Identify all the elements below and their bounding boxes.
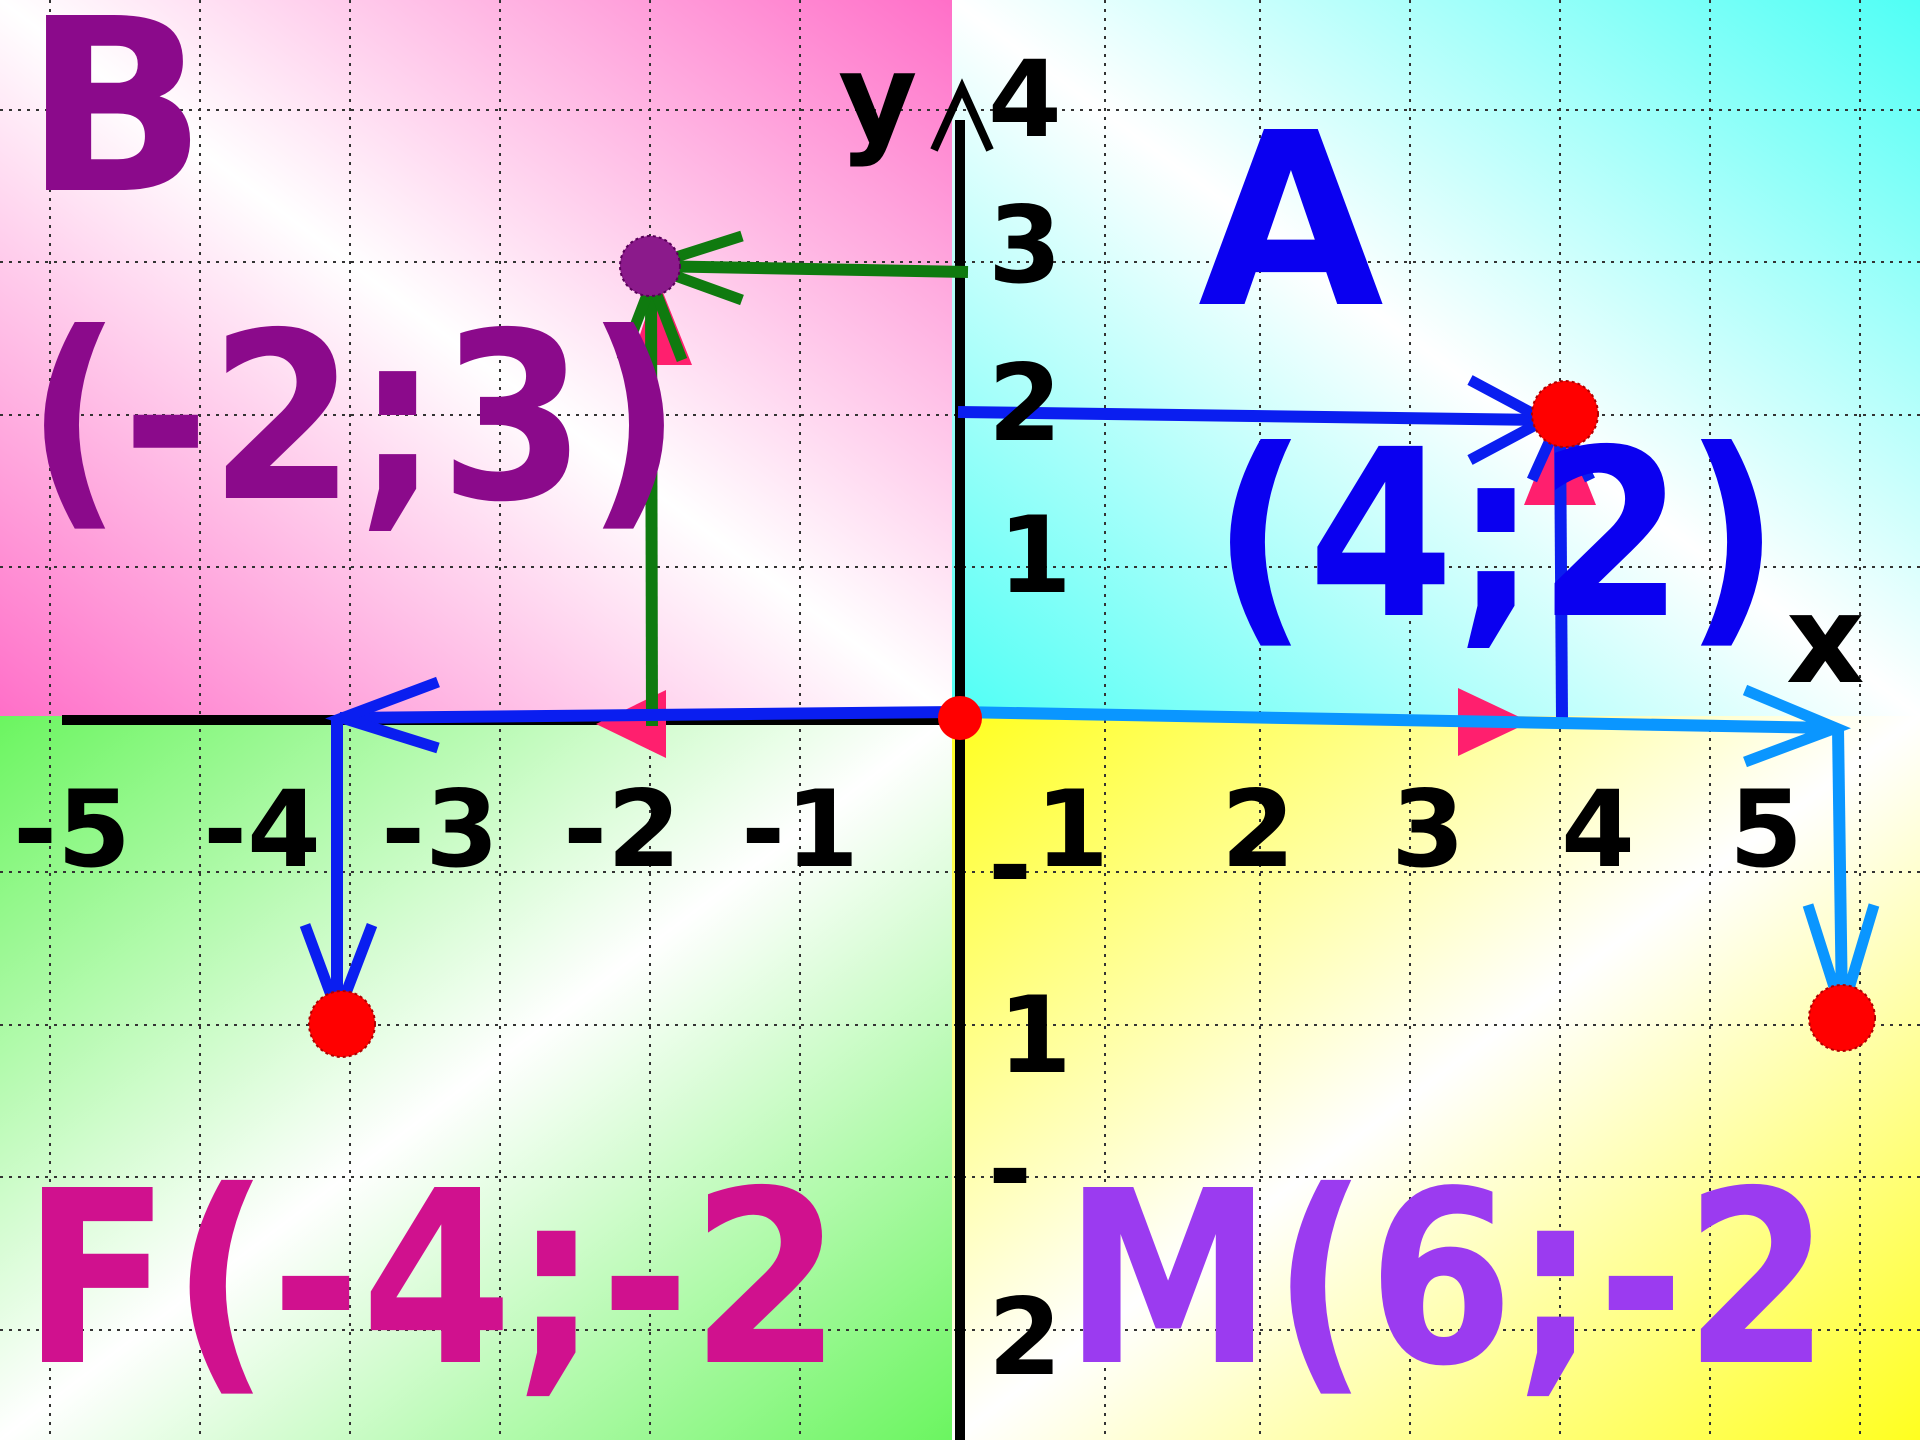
y-tick-neg2-sign: - <box>988 1108 1032 1231</box>
y-tick-1: 1 <box>998 494 1072 617</box>
x-tick-neg2: -2 <box>563 768 681 891</box>
point-B-dot <box>619 235 681 297</box>
y-tick-3: 3 <box>988 184 1062 307</box>
arrow-B-horizontal <box>649 260 969 278</box>
point-A-dot <box>1531 380 1599 448</box>
y-tick-2: 2 <box>988 342 1062 465</box>
quadrant-top-right <box>952 0 1920 716</box>
point-B-letter: B <box>24 0 207 247</box>
x-tick-neg4: -4 <box>203 768 321 891</box>
arrow-M-horizontal <box>957 706 1833 734</box>
quadrant-top-left <box>0 0 952 716</box>
x-tick-3: 3 <box>1391 768 1465 891</box>
quadrant-bottom-right <box>952 716 1920 1440</box>
arrow-M-horizontal-head <box>1742 684 1851 768</box>
arrow-A-horizontal <box>957 406 1541 426</box>
x-tick-4: 4 <box>1561 768 1635 891</box>
x-tick-1: 1 <box>1035 768 1109 891</box>
origin-dot <box>938 696 982 740</box>
x-tick-2: 2 <box>1221 768 1295 891</box>
quadrant-bottom-left <box>0 716 952 1440</box>
point-F-dot <box>308 990 376 1058</box>
arrow-F-horizontal <box>339 706 959 724</box>
x-tick-neg3: -3 <box>381 768 499 891</box>
arrow-A-vertical <box>1554 424 1568 719</box>
y-axis-label: y <box>838 27 918 169</box>
x-tick-neg1: -1 <box>741 768 859 891</box>
y-tick-4: 4 <box>988 38 1062 161</box>
arrow-B-vertical <box>645 284 658 727</box>
y-tick-neg1-digit: 1 <box>998 974 1072 1097</box>
point-A-letter: A <box>1198 81 1384 361</box>
point-B-coords: (-2;3) <box>26 283 682 553</box>
point-M-label: M(6;-2 <box>1064 1139 1830 1419</box>
arrow-M-vertical <box>1832 727 1848 1011</box>
x-tick-neg5: -5 <box>13 768 131 891</box>
y-tick-neg1-sign: - <box>988 804 1032 927</box>
x-axis-label: x <box>1786 569 1865 711</box>
y-tick-neg2-digit: 2 <box>988 1276 1062 1399</box>
point-F-label: F(-4;-2 <box>22 1139 842 1419</box>
x-tick-5: 5 <box>1729 768 1803 891</box>
point-M-dot <box>1808 984 1876 1052</box>
point-A-coords: (4;2) <box>1212 400 1780 670</box>
y-axis-arrowhead <box>930 78 994 152</box>
